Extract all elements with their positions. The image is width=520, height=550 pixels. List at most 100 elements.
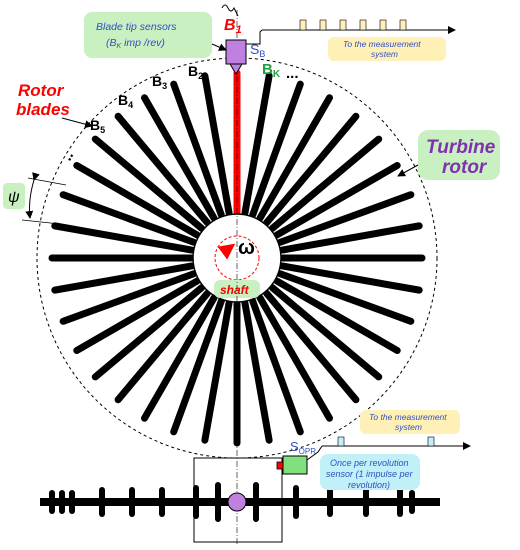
shaft-disk: [409, 490, 415, 514]
rotor-blade: [201, 299, 233, 444]
opr-signal-line: [306, 445, 323, 461]
rotor-blade: [273, 277, 401, 354]
shaft-disk: [193, 485, 199, 519]
blade-tip-sensor-body: [225, 39, 247, 65]
psi-line-lower: [21, 219, 61, 225]
b3-label: B3: [152, 73, 167, 91]
rotor-blade: [141, 294, 218, 422]
rotor-blade: [51, 262, 196, 294]
rotor-blades-group: [48, 69, 426, 447]
top-measurement-box: [328, 37, 446, 61]
once-per-rev-line3: revolution): [348, 480, 390, 490]
omega-label: ω: [238, 237, 255, 259]
rotor-blades-label-line1: Rotor: [18, 81, 65, 100]
sopr-label: SOPR: [290, 439, 316, 456]
turbine-rotor-box: [418, 130, 500, 180]
psi-label-box: [3, 183, 25, 209]
rotor-blade: [241, 72, 273, 217]
once-per-rev-box: [320, 454, 420, 490]
top-pulse: [399, 19, 407, 31]
rotor-blade: [59, 191, 198, 246]
blade-tip-sensors-line1: Blade tip sensors: [96, 21, 177, 33]
rotor-blade: [91, 135, 206, 232]
top-pulse: [339, 19, 347, 31]
rotor-blade: [201, 72, 233, 217]
rotor-blade: [268, 284, 383, 381]
rotor-blade: [51, 222, 196, 254]
turbine-rotor-pointer: [397, 164, 419, 177]
shaft-label: shaft: [220, 283, 250, 297]
opr-pulse-1: [337, 436, 345, 447]
rotor-blade: [170, 80, 225, 219]
rotor-blades-pointer: [61, 117, 93, 129]
rotor-blade: [276, 191, 415, 246]
rotor-blade: [59, 270, 198, 325]
top-signal-line: [246, 29, 263, 45]
rotor-blade: [273, 162, 401, 239]
shaft-disk: [99, 487, 105, 517]
rotor-blade: [263, 289, 360, 404]
rotor-blade: [170, 297, 225, 436]
rotor-blade: [249, 80, 304, 219]
rotor-blade: [278, 222, 423, 254]
rotor-blade: [114, 289, 211, 404]
shaft-disk: [69, 490, 75, 514]
rotor-blade: [73, 162, 201, 239]
once-per-rev-line1: Once per revolution: [330, 458, 409, 468]
bottom-measurement-box: [360, 410, 460, 434]
shaft-disk: [363, 487, 369, 517]
b1-label: B1: [224, 17, 242, 36]
top-pulse: [359, 19, 367, 31]
rotor-blades-label-line2: blades: [16, 100, 70, 119]
opr-sensor-body: [282, 455, 308, 475]
bottom-measurement-line2: system: [395, 422, 422, 432]
once-per-rev-line2: sensor (1 impulse per: [326, 469, 414, 479]
bk-dots: ...: [286, 65, 299, 82]
shaft-disk: [129, 487, 135, 517]
rotor-blade: [141, 94, 218, 222]
sb-label: SB: [250, 41, 265, 59]
top-pulse: [379, 19, 387, 31]
opr-pulse-2: [427, 436, 435, 447]
sensor-pointer-line: [211, 43, 227, 51]
b2-label: B2: [188, 63, 203, 81]
rotor-blade: [263, 112, 360, 227]
rotation-dashed-circle: [214, 235, 260, 281]
opr-sensor-tip: [276, 461, 284, 470]
rotor-blade: [268, 135, 383, 232]
b5-label: B5: [90, 117, 105, 135]
shaft-disk: [159, 487, 165, 517]
rotor-blade: [249, 297, 304, 436]
shaft-disk: [215, 482, 221, 522]
top-pulse: [299, 19, 307, 31]
shaft-disk: [293, 485, 299, 519]
shaft-disk: [397, 487, 403, 517]
shaft-disk: [49, 490, 55, 514]
rotor-blade: [114, 112, 211, 227]
blade-tip-sensor-tip: [229, 63, 243, 75]
left-dots: ..: [58, 148, 77, 164]
shaft-disk: [327, 487, 333, 517]
bottom-measurement-line1: To the measurement: [369, 412, 447, 422]
psi-arc-arrow: [25, 172, 40, 219]
bk-label: BK: [262, 61, 281, 80]
blade-tip-sensors-box: [84, 12, 212, 58]
rotor-blade: [241, 299, 273, 444]
signal-wave-icon: [221, 4, 239, 17]
top-pulse-train: [299, 19, 407, 31]
b4-label: B4: [118, 92, 133, 110]
rotor-blade: [256, 294, 333, 422]
top-pulse: [319, 19, 327, 31]
shaft-end-circle: [227, 492, 247, 512]
shaft-disk: [253, 482, 259, 522]
psi-label: ψ: [8, 189, 20, 206]
rotation-arrow-icon: [217, 243, 236, 260]
rotor-blade: [276, 270, 415, 325]
top-measurement-line1: To the measurement: [343, 39, 421, 49]
turbine-rotor-line2: rotor: [442, 157, 488, 178]
rotor-blade: [91, 284, 206, 381]
shaft-disk: [59, 490, 65, 514]
top-measurement-line2: system: [371, 49, 398, 59]
rotor-blade: [256, 94, 333, 222]
